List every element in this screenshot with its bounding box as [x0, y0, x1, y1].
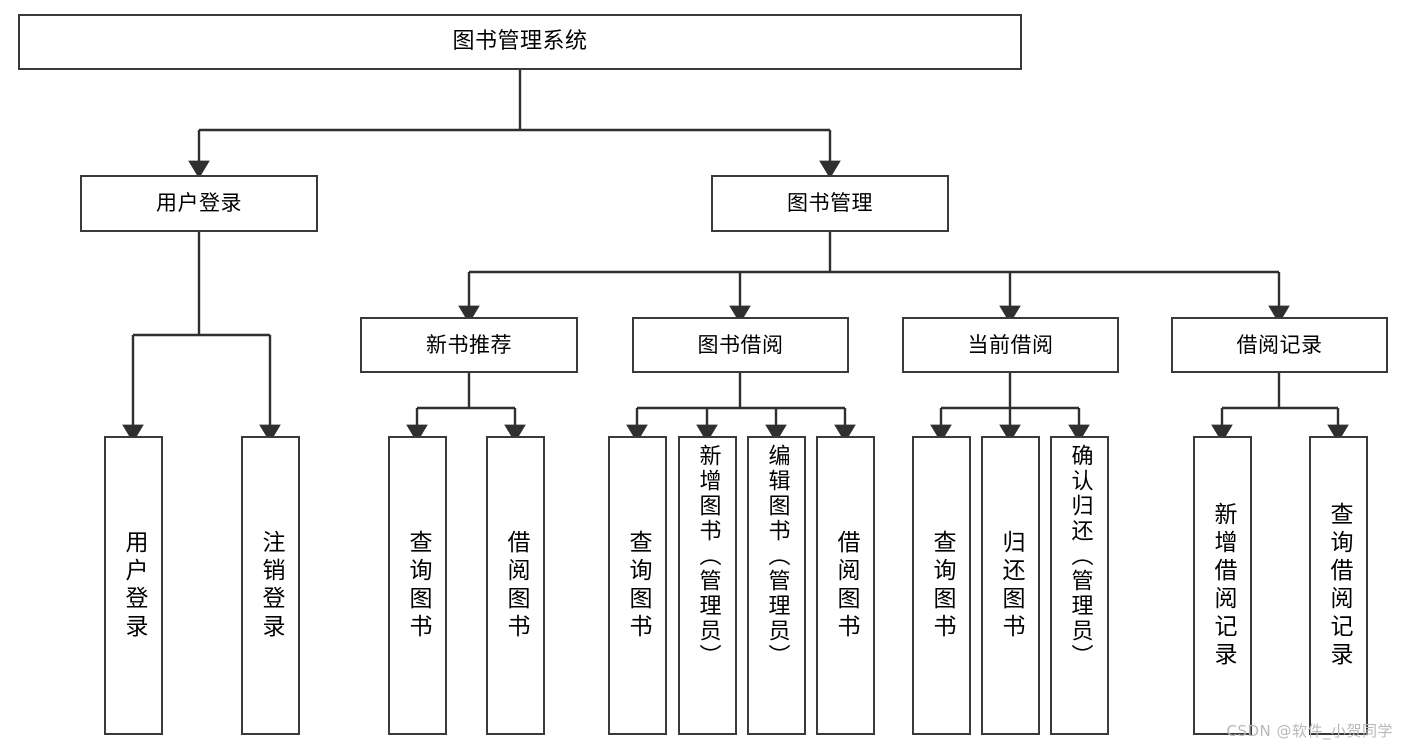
node-label: 编辑图书（管理员）	[764, 444, 790, 669]
node-label: 借阅图书	[833, 529, 859, 642]
node-root-system[interactable]: 图书管理系统	[18, 14, 1022, 70]
leaf-recommend-query-book[interactable]: 查询图书	[388, 436, 447, 735]
node-label: 查询借阅记录	[1326, 501, 1352, 670]
node-label: 当前借阅	[967, 332, 1054, 357]
node-label: 归还图书	[998, 529, 1024, 642]
leaf-current-query-book[interactable]: 查询图书	[912, 436, 971, 735]
leaf-current-confirm-return-admin[interactable]: 确认归还（管理员）	[1050, 436, 1109, 735]
leaf-record-query-record[interactable]: 查询借阅记录	[1309, 436, 1368, 735]
node-label: 注销登录	[258, 529, 284, 642]
node-label: 查询图书	[405, 529, 431, 642]
node-current-borrow[interactable]: 当前借阅	[902, 317, 1119, 373]
node-label: 新增图书（管理员）	[695, 444, 721, 669]
node-label: 借阅图书	[503, 529, 529, 642]
leaf-borrow-add-book-admin[interactable]: 新增图书（管理员）	[678, 436, 737, 735]
leaf-user-login-login[interactable]: 用户登录	[104, 436, 163, 735]
node-label: 用户登录	[121, 529, 147, 642]
leaf-record-add-record[interactable]: 新增借阅记录	[1193, 436, 1252, 735]
node-user-login[interactable]: 用户登录	[80, 175, 318, 232]
leaf-borrow-edit-book-admin[interactable]: 编辑图书（管理员）	[747, 436, 806, 735]
node-new-book-recommend[interactable]: 新书推荐	[360, 317, 578, 373]
node-label: 新书推荐	[426, 332, 512, 357]
node-label: 查询图书	[625, 529, 651, 642]
leaf-current-return-book[interactable]: 归还图书	[981, 436, 1040, 735]
node-label: 确认归还（管理员）	[1067, 444, 1093, 669]
node-book-borrow[interactable]: 图书借阅	[632, 317, 849, 373]
node-label: 查询图书	[929, 529, 955, 642]
node-label: 图书管理	[787, 191, 873, 216]
leaf-user-login-logout[interactable]: 注销登录	[241, 436, 300, 735]
node-label: 借阅记录	[1236, 332, 1323, 357]
leaf-recommend-borrow-book[interactable]: 借阅图书	[486, 436, 545, 735]
leaf-borrow-borrow-book[interactable]: 借阅图书	[816, 436, 875, 735]
watermark-text: CSDN @软件_小贺同学	[1226, 722, 1393, 740]
node-label: 图书管理系统	[452, 29, 588, 55]
node-label: 新增借阅记录	[1210, 501, 1236, 670]
leaf-borrow-query-book[interactable]: 查询图书	[608, 436, 667, 735]
node-book-management[interactable]: 图书管理	[711, 175, 949, 232]
node-label: 图书借阅	[697, 332, 784, 357]
node-label: 用户登录	[156, 191, 242, 216]
node-borrow-record[interactable]: 借阅记录	[1171, 317, 1388, 373]
